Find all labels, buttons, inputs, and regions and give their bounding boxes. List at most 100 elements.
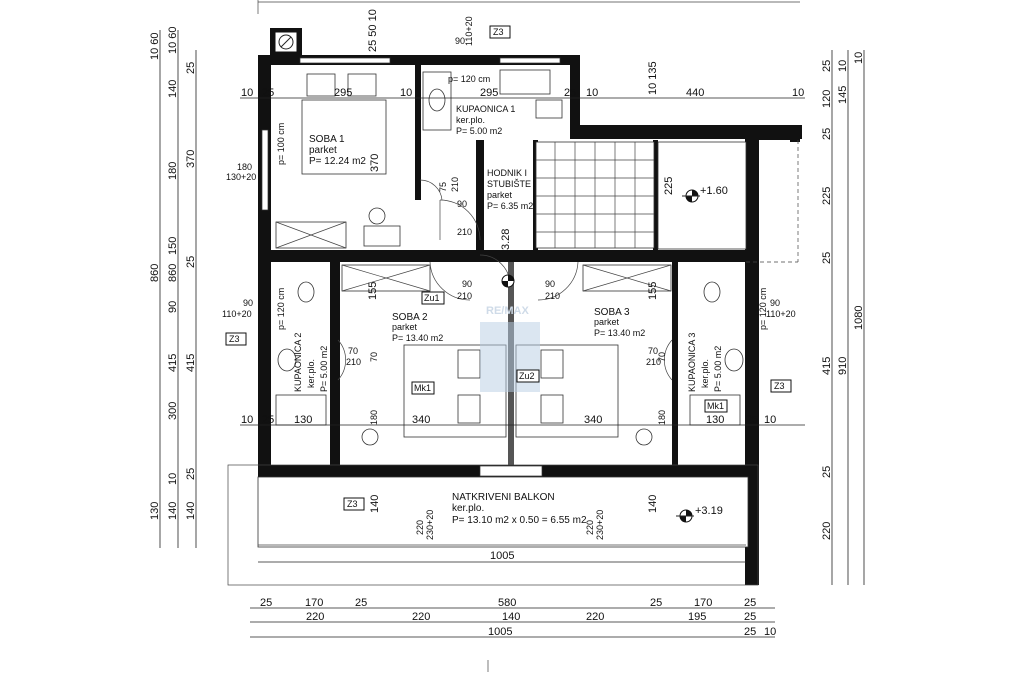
svg-text:210: 210 — [457, 291, 472, 301]
window-top-right — [499, 57, 561, 64]
svg-text:140: 140 — [167, 502, 179, 520]
bottom-dims: 25 170 25 580 25 170 25 220 220 140 220 … — [250, 597, 776, 672]
kupaonica3-floor: ker.plo. — [700, 359, 710, 388]
kupaonica1-name: KUPAONICA 1 — [456, 104, 515, 114]
level-terrace-label: +1.60 — [700, 185, 728, 197]
svg-text:860: 860 — [149, 264, 161, 282]
soba1-name: SOBA 1 — [309, 134, 345, 145]
svg-text:25: 25 — [744, 611, 756, 623]
svg-text:130: 130 — [149, 502, 161, 520]
svg-text:110+20: 110+20 — [464, 16, 474, 46]
svg-text:25: 25 — [746, 414, 758, 426]
svg-text:140: 140 — [369, 495, 381, 513]
svg-text:230+20: 230+20 — [425, 510, 435, 540]
svg-text:220: 220 — [821, 522, 833, 540]
svg-text:90: 90 — [770, 298, 780, 308]
svg-text:180: 180 — [369, 410, 379, 425]
svg-text:25: 25 — [821, 466, 833, 478]
door-swings — [337, 179, 673, 381]
svg-text:25: 25 — [564, 87, 576, 99]
svg-text:370: 370 — [185, 150, 197, 168]
interior-dims: p= 100 cm p= 120 cm p= 120 cm p= 120 cm … — [276, 74, 768, 540]
svg-text:220: 220 — [412, 611, 430, 623]
svg-text:90: 90 — [545, 279, 555, 289]
soba2-name: SOBA 2 — [392, 312, 428, 323]
svg-text:25: 25 — [185, 468, 197, 480]
tag-mk1-kup3: Mk1 — [704, 399, 728, 413]
svg-text:295: 295 — [480, 87, 498, 99]
desk-soba1 — [363, 225, 401, 247]
level-marker-balcony — [676, 509, 694, 523]
svg-text:25: 25 — [262, 414, 274, 426]
svg-text:155: 155 — [367, 282, 379, 300]
balcony-dim-text: 1005 — [490, 550, 514, 562]
svg-text:210: 210 — [646, 357, 661, 367]
svg-text:25 50 10: 25 50 10 — [367, 9, 379, 52]
svg-text:110+20: 110+20 — [222, 309, 252, 319]
svg-text:Mk1: Mk1 — [414, 383, 431, 393]
svg-text:10: 10 — [167, 473, 179, 485]
bathroom1-fixtures — [422, 69, 563, 131]
svg-text:Z3: Z3 — [774, 381, 785, 391]
svg-text:Zu1: Zu1 — [424, 293, 440, 303]
tag-z3-right: Z3 — [770, 379, 792, 393]
level-balcony-label: +3.19 — [695, 505, 723, 517]
svg-text:440: 440 — [686, 87, 704, 99]
svg-text:25: 25 — [355, 597, 367, 609]
svg-text:10 60: 10 60 — [167, 26, 179, 54]
svg-text:90: 90 — [455, 36, 465, 46]
watermark-text: RE/MAX — [486, 305, 529, 317]
chair-soba2 — [361, 428, 379, 446]
balcony-outline — [227, 464, 759, 586]
svg-text:155: 155 — [647, 282, 659, 300]
chimney-flue-icon — [278, 34, 294, 50]
kupaonica2-area: P= 5.00 m2 — [319, 346, 329, 392]
svg-text:10: 10 — [764, 414, 776, 426]
tag-z3-balcony: Z3 — [343, 497, 365, 511]
svg-text:110+20: 110+20 — [766, 309, 796, 319]
kupaonica1-floor: ker.plo. — [456, 115, 485, 125]
hodnik-name1: HODNIK I — [487, 168, 527, 178]
balcony-area — [257, 476, 749, 548]
svg-text:180: 180 — [657, 410, 667, 425]
svg-text:130+20: 130+20 — [226, 172, 256, 182]
svg-text:140: 140 — [185, 502, 197, 520]
svg-text:220: 220 — [415, 520, 425, 535]
svg-text:210: 210 — [346, 357, 361, 367]
stair-center-marker — [501, 274, 515, 288]
svg-text:10: 10 — [241, 414, 253, 426]
svg-text:25: 25 — [821, 252, 833, 264]
svg-text:10: 10 — [241, 87, 253, 99]
row-dims-mid: 10 25 130 340 340 130 25 10 — [240, 414, 805, 426]
balcony-door — [479, 465, 543, 477]
tag-mk1-soba2: Mk1 — [411, 381, 435, 395]
terrace-area — [657, 141, 747, 250]
soba1-area: P= 12.24 m2 — [309, 156, 366, 167]
svg-text:25: 25 — [821, 60, 833, 72]
svg-text:415: 415 — [185, 354, 197, 372]
soba2-floor: parket — [392, 322, 418, 332]
bed-soba1 — [301, 73, 387, 175]
svg-text:580: 580 — [498, 597, 516, 609]
svg-text:70: 70 — [348, 346, 358, 356]
svg-text:180: 180 — [167, 162, 179, 180]
svg-text:140: 140 — [167, 80, 179, 98]
soba3-floor: parket — [594, 317, 620, 327]
svg-text:220: 220 — [306, 611, 324, 623]
window-top-left — [299, 57, 391, 64]
svg-text:220: 220 — [585, 520, 595, 535]
kupaonica3-name: KUPAONICA 3 — [687, 333, 697, 392]
svg-text:70: 70 — [648, 346, 658, 356]
svg-text:300: 300 — [167, 402, 179, 420]
bathroom2-fixtures — [275, 281, 327, 426]
svg-text:170: 170 — [694, 597, 712, 609]
svg-text:Z3: Z3 — [347, 499, 358, 509]
hodnik-floor: parket — [487, 190, 513, 200]
svg-text:10: 10 — [853, 52, 865, 64]
svg-text:25: 25 — [185, 256, 197, 268]
svg-text:230+20: 230+20 — [595, 510, 605, 540]
tag-zu2: Zu2 — [516, 369, 540, 383]
svg-text:90: 90 — [167, 301, 179, 313]
svg-text:25: 25 — [744, 626, 756, 638]
